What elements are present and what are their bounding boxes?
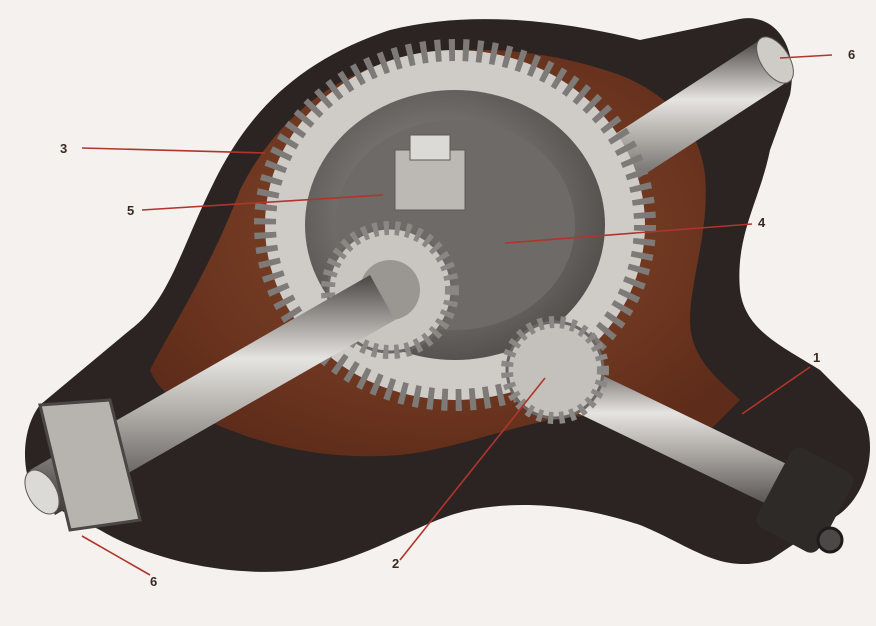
drive-pinion-gear (507, 322, 603, 418)
callout-number-3: 3 (60, 142, 67, 155)
callout-number-2: 2 (392, 557, 399, 570)
callout-number-5: 5 (127, 204, 134, 217)
callout-number-4: 4 (758, 216, 765, 229)
callout-number-1: 1 (813, 351, 820, 364)
callout-number-6-top: 6 (848, 48, 855, 61)
callout-number-6-bottom: 6 (150, 575, 157, 588)
